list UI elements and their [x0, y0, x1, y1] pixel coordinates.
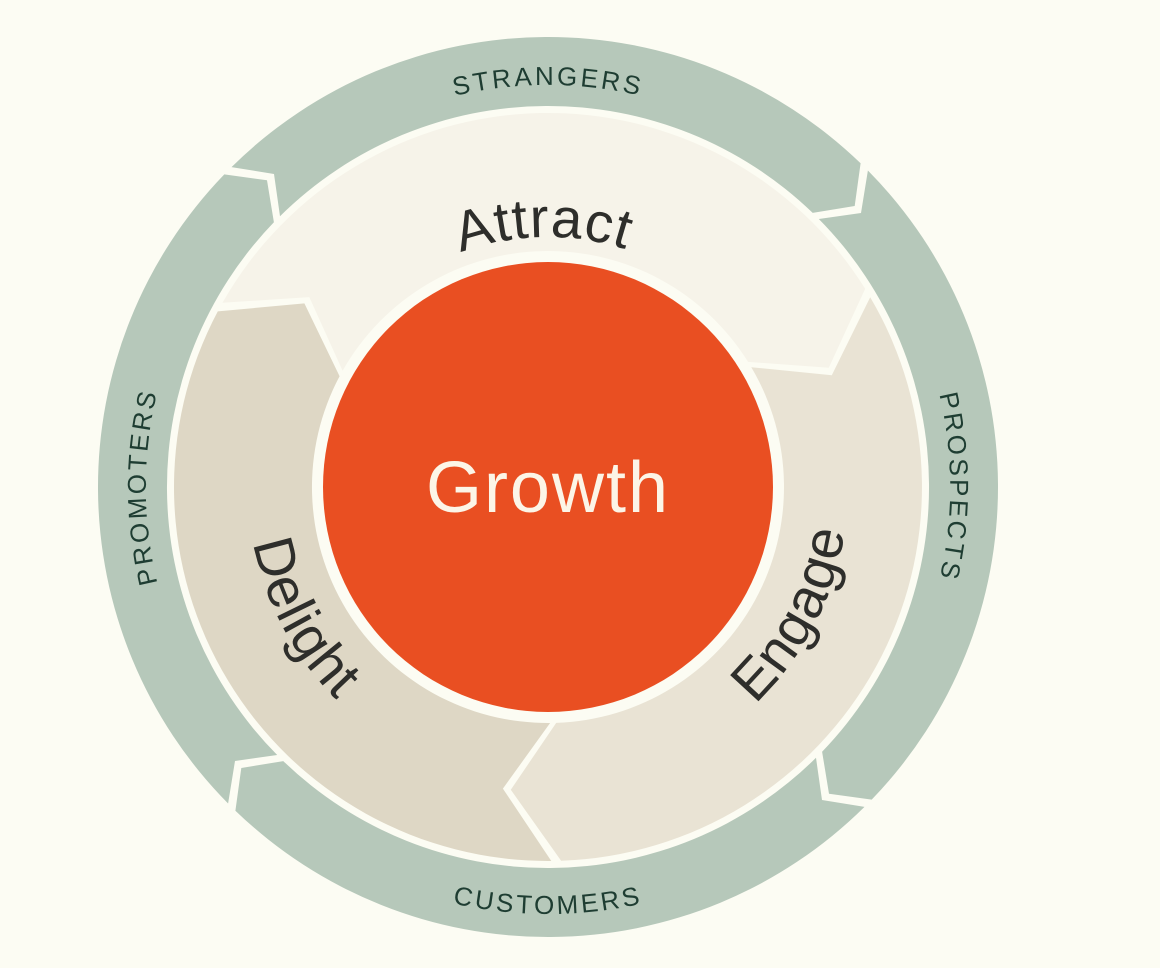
- outer-ring: [97, 36, 999, 938]
- segment-delight: [174, 303, 552, 862]
- ring-segment-strangers: [231, 36, 861, 217]
- ring-segment-promoters: [97, 174, 278, 804]
- growth-circle: [323, 262, 773, 712]
- ring-segment-customers: [235, 757, 865, 938]
- segment-attract: [222, 112, 866, 371]
- segment-engage: [510, 297, 922, 861]
- label-growth: Growth: [426, 448, 670, 528]
- ring-segment-prospects: [818, 170, 999, 800]
- inner-wheel: [174, 112, 922, 862]
